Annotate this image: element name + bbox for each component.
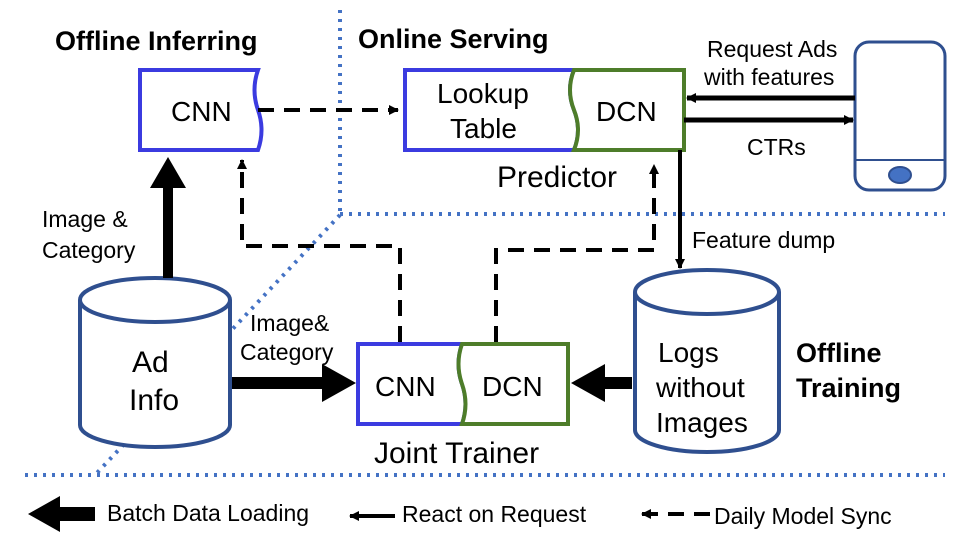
ad-info-cylinder: Ad Info xyxy=(78,276,232,449)
offline-training-header-line1: Offline xyxy=(796,338,882,368)
logs-to-trainer-arrow xyxy=(571,364,632,402)
joint-trainer-label: Joint Trainer xyxy=(374,437,539,470)
model-sync-lines xyxy=(237,105,659,342)
lookup-table-label-line1: Lookup xyxy=(437,78,529,109)
phone-icon xyxy=(853,40,947,192)
predictor-box: Lookup Table DCN xyxy=(403,68,686,152)
serving-dcn-label: DCN xyxy=(596,96,657,127)
logs-cylinder: Logs without Images xyxy=(633,268,781,454)
offline-inferring-header: Offline Inferring xyxy=(55,26,258,56)
request-ads-label-line2: with features xyxy=(703,64,834,90)
feature-dump-label: Feature dump xyxy=(692,227,835,253)
ad-info-label-line1: Ad xyxy=(132,346,169,379)
logs-label-line1: Logs xyxy=(658,337,719,368)
inference-cnn-label: CNN xyxy=(171,96,232,127)
image-category-right-label-line2: Category xyxy=(240,339,334,365)
ad-info-to-trainer-arrow xyxy=(232,364,356,402)
image-category-up-label-line1: Image & xyxy=(42,206,128,232)
trainer-dcn-label: DCN xyxy=(482,371,543,402)
logs-label-line3: Images xyxy=(656,407,748,438)
trainer-dcn-to-predictor-sync xyxy=(494,164,659,342)
legend-react-label: React on Request xyxy=(402,501,587,527)
request-ads-label-line1: Request Ads xyxy=(707,36,837,62)
logs-label-line2: without xyxy=(655,372,745,403)
legend: Batch Data Loading React on Request Dail… xyxy=(28,496,892,532)
legend-batch-label: Batch Data Loading xyxy=(107,500,309,526)
lookup-table-label-line2: Table xyxy=(450,113,517,144)
trainer-cnn-to-inference-sync xyxy=(237,159,402,342)
predictor-label: Predictor xyxy=(497,161,617,194)
legend-sync-label: Daily Model Sync xyxy=(714,503,892,529)
batch-arrows xyxy=(150,157,632,402)
joint-trainer-box: CNN DCN xyxy=(356,342,570,426)
image-category-up-label-line2: Category xyxy=(42,237,136,263)
ctrs-label: CTRs xyxy=(747,134,806,160)
online-serving-header: Online Serving xyxy=(358,24,549,54)
ad-info-label-line2: Info xyxy=(129,384,179,417)
legend-batch-arrow xyxy=(28,496,95,532)
inference-cnn-box: CNN xyxy=(138,68,264,152)
image-category-right-label-line1: Image& xyxy=(250,310,329,336)
ad-info-to-cnn-arrow xyxy=(150,157,186,278)
trainer-cnn-label: CNN xyxy=(375,371,436,402)
offline-training-header-line2: Training xyxy=(796,373,901,403)
